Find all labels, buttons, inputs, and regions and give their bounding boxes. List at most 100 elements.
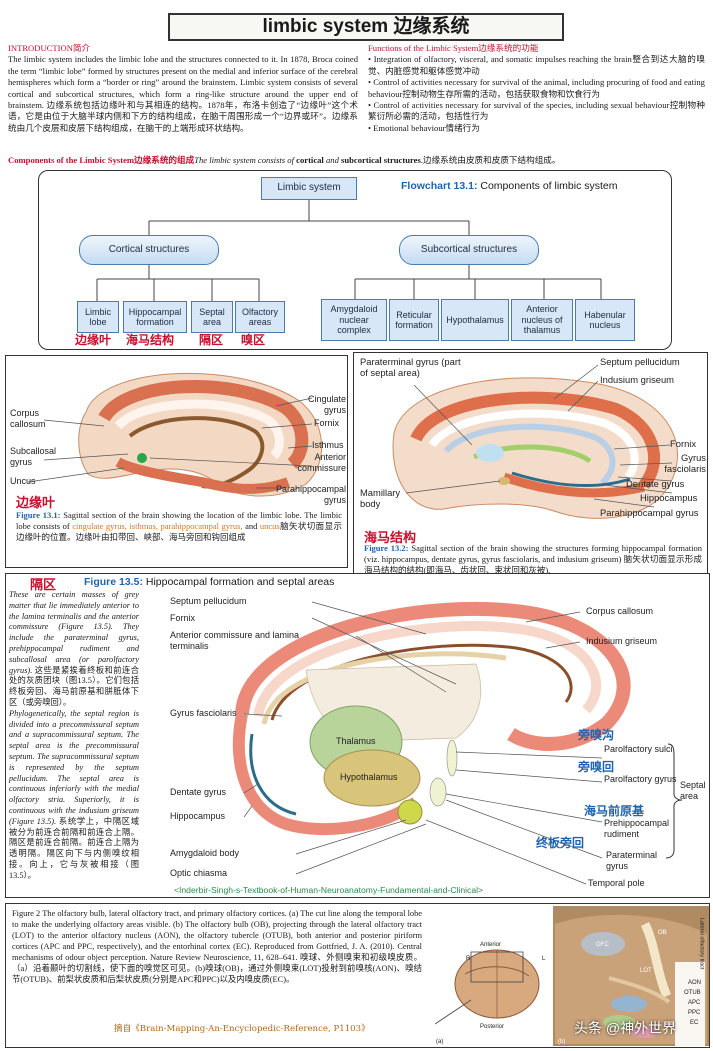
fig131-label-cingulate: Cingulate gyrus: [307, 394, 346, 415]
watermark: 头条 @神外世界: [574, 1020, 677, 1036]
intro-heading: INTRODUCTION简介: [8, 43, 91, 53]
fig131-label-uncus: Uncus: [10, 476, 36, 486]
fig2-source: 摘自《Brain-Mapping-An-Encyclopedic-Referen…: [114, 1024, 370, 1034]
flow-cn-label: 边缘叶: [75, 333, 112, 347]
flow-amygdaloid: Amygdaloid nuclear complex: [321, 299, 387, 341]
fig2-img-apc: APC: [688, 1000, 701, 1006]
fig135-label-parolf-sulci: Parolfactory sulci: [604, 744, 673, 754]
fig135-label-temporal: Temporal pole: [588, 878, 645, 888]
fig135-cn-right: 终板旁回: [536, 836, 585, 850]
intro-body: The limbic system includes the limbic lo…: [8, 54, 358, 133]
flow-cn-label: 隔区: [199, 333, 224, 347]
fig131-brain-diagram: [27, 372, 323, 497]
fig135-label-gyrus-fasc: Gyrus fasciolaris: [170, 708, 237, 718]
flow-cn-label: 海马结构: [126, 333, 175, 347]
fig135-label-indusium: Indusium griseum: [586, 636, 658, 646]
components-line: Components of the Limbic System边缘系统的组成Th…: [8, 155, 708, 166]
fig131-caption-highlight: uncus: [259, 521, 280, 532]
fig2-img-a: (a): [436, 1039, 444, 1045]
functions-item-1: • Integration of olfactory, visceral, an…: [368, 54, 705, 76]
fig2-img-ob: OB: [658, 930, 667, 936]
flow-title-fig: Flowchart 13.1:: [401, 180, 478, 192]
fig135-title-text: Hippocampal formation and septal areas: [142, 576, 335, 588]
flowchart-frame: Limbic system Flowchart 13.1: Components…: [38, 170, 672, 350]
fig135-text-p2: Phylogenetically, the septal region is d…: [9, 708, 139, 826]
fig2-img-l: L: [542, 956, 546, 962]
fig132-panel: Paraterminal gyrus (part of septal area)…: [353, 352, 708, 592]
fig135-label-ant-comm: Anterior commissure and lamina terminali…: [170, 630, 300, 651]
fig135-text: These are certain masses of grey matter …: [9, 590, 139, 882]
fig132-caption-fig: Figure 13.2:: [364, 543, 409, 553]
fig131-label-anterior-commissure: Anterior commissure: [297, 452, 346, 473]
fig132-label-gyrus-fasciolaris: Gyrus fasciolaris: [664, 452, 706, 474]
fig135-label-septal-area: Septal area: [680, 780, 706, 801]
fig135-cn-right: 旁嗅回: [578, 760, 615, 774]
fig2-olfactory-images: [431, 904, 709, 1047]
fig135-cn-right: 旁嗅沟: [578, 728, 615, 742]
fig2-img-r: R: [466, 956, 471, 962]
fig131-label-corpus-callosum: Corpus callosum: [10, 408, 46, 429]
fig135-label-hippocampus: Hippocampus: [170, 811, 226, 821]
fig135-label-paraterminal: Paraterminal gyrus: [606, 850, 658, 871]
fig135-text-p1-cn: 这些是紧挨着终板和前连合处的灰质团块（图13.5）。它们包括终板旁回、海马前原基…: [9, 665, 139, 707]
fig2-img-ofc: OFC: [596, 942, 609, 948]
fig131-caption-text: Sagittal section of the brain showing th…: [16, 510, 342, 532]
fig131-caption-text: 脑矢状切面显示边缘叶的位置。边缘叶由扣带回、峡部、海马旁回和钩回组成: [16, 521, 342, 543]
fig2-img-otub: OTUB: [684, 990, 701, 996]
flow-title-text: Components of limbic system: [477, 180, 618, 192]
fig132-label-parahippocampal: Parahippocampal gyrus: [600, 507, 699, 518]
functions-item-text: Control of activities necessary for surv…: [368, 77, 705, 99]
fig132-label-hippocampus: Hippocampus: [640, 492, 698, 503]
flow-anterior-thalamus: Anterior nucleus of thalamus: [511, 299, 573, 341]
components-heading: Components of the Limbic System边缘系统的组成: [8, 155, 195, 165]
flow-reticular: Reticular formation: [389, 299, 439, 341]
flow-habenular: Habenular nucleus: [575, 299, 635, 341]
fig2-img-ec: EC: [690, 1020, 699, 1026]
fig135-label-corpus: Corpus callosum: [586, 606, 654, 616]
fig135-source: <Inderbir-Singh-s-Textbook-of-Human-Neur…: [174, 885, 484, 895]
flow-septal-area: Septal area: [191, 301, 233, 333]
fig132-label-indusium: Indusium griseum: [600, 374, 674, 385]
page-title: limbic system 边缘系统: [168, 13, 564, 41]
fig135-label-amygdaloid: Amygdaloid body: [170, 848, 240, 858]
fig135-cn-title: 隔区: [30, 578, 57, 593]
flow-root-box: Limbic system: [261, 177, 357, 200]
functions-item-text: Emotional behaviour情绪行为: [373, 122, 480, 133]
fig131-cn-title: 边缘叶: [16, 496, 56, 511]
flow-limbic-lobe: Limbic lobe: [77, 301, 119, 333]
flow-title: Flowchart 13.1: Components of limbic sys…: [401, 180, 618, 192]
components-text: .边缘系统由皮质和皮质下结构组成。: [420, 155, 561, 165]
fig131-caption-text: and: [242, 521, 260, 532]
fig135-diagram: [233, 601, 683, 885]
functions-item-2: • Control of activities necessary for su…: [368, 77, 705, 99]
flow-subcortical-box: Subcortical structures: [399, 235, 539, 265]
fig2-img-ppc: PPC: [688, 1010, 701, 1016]
fig2-img-b: (b): [558, 1039, 566, 1045]
fig2-img-lot: LOT: [640, 968, 652, 974]
intro-section: INTRODUCTION简介 The limbic system include…: [8, 43, 358, 134]
fig132-brain-diagram: [392, 364, 678, 519]
fig2-caption: Figure 2 The olfactory bulb, lateral olf…: [12, 909, 422, 984]
fig2-img-posterior: Posterior: [480, 1024, 505, 1030]
fig132-caption-text: Sagittal section of the brain showing th…: [364, 543, 702, 576]
fig2-img-aon: AON: [688, 980, 702, 986]
fig2-img-anterior: Anterior: [480, 942, 502, 948]
fig131-label-fornix: Fornix: [314, 418, 340, 428]
fig131-label-subcallosal: Subcallosal gyrus: [10, 446, 57, 467]
flow-hypothalamus: Hypothalamus: [441, 299, 509, 341]
flowchart-connectors: [96, 200, 602, 301]
fig132-label-septum: Septum pellucidum: [600, 356, 680, 367]
fig131-caption-fig: Figure 13.1:: [16, 510, 61, 520]
fig2-panel: Figure 2 The olfactory bulb, lateral olf…: [5, 903, 710, 1048]
functions-item-3: • Control of activities necessary for su…: [368, 100, 705, 122]
fig135-label-dentate: Dentate gyrus: [170, 787, 227, 797]
functions-item-text: Control of activities necessary for surv…: [368, 100, 705, 122]
flow-olfactory-areas: Olfactory areas: [235, 301, 285, 333]
fig135-label-septum: Septum pellucidum: [170, 596, 247, 606]
fig2-img-side: Lateral olfactory tract: [698, 918, 705, 970]
functions-item-4: • Emotional behaviour情绪行为: [368, 122, 480, 133]
functions-item-text: Integration of olfactory, visceral, and …: [368, 54, 705, 76]
fig135-title: Figure 13.5: Hippocampal formation and s…: [84, 576, 334, 588]
flow-cn-label: 嗅区: [241, 333, 266, 347]
fig135-label-thalamus: Thalamus: [336, 736, 376, 746]
